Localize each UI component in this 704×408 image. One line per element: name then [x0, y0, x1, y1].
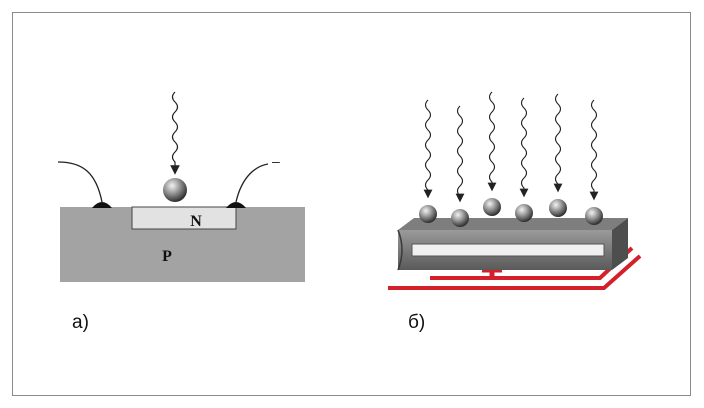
photon-wave-5 — [553, 93, 563, 193]
caption-b: б) — [408, 312, 426, 333]
bar-side-face — [612, 218, 628, 270]
left-wire — [57, 161, 103, 203]
photon-ball-5 — [549, 199, 567, 217]
photon-ball — [163, 178, 187, 202]
photon-wave — [170, 91, 180, 175]
photon-wave-1 — [423, 99, 433, 199]
photon-wave-6 — [589, 99, 599, 201]
n-region-label: N — [190, 213, 202, 230]
right-terminal-sign: – — [272, 153, 280, 169]
caption-a: а) — [72, 312, 89, 333]
photon-ball-6 — [585, 207, 603, 225]
photon-array — [419, 91, 603, 227]
readout-line — [388, 254, 642, 290]
bar-channel — [411, 243, 605, 257]
photon-wave-2 — [455, 105, 465, 203]
bar-left-end — [397, 229, 403, 271]
photon-ball-1 — [419, 205, 437, 223]
photon-wave-4 — [519, 97, 529, 198]
photon-wave-3 — [487, 91, 497, 192]
photon-ball-2 — [451, 209, 469, 227]
left-contact — [92, 202, 112, 208]
panel-a-photodiode: N P – — [57, 91, 305, 282]
right-contact — [226, 202, 246, 208]
n-region — [131, 206, 237, 230]
photon-ball-3 — [483, 198, 501, 216]
panel-b-ccd — [388, 91, 642, 290]
figure-frame — [12, 12, 691, 396]
right-wire — [235, 163, 269, 203]
photon-ball-4 — [515, 204, 533, 222]
p-region-label: P — [162, 248, 172, 265]
